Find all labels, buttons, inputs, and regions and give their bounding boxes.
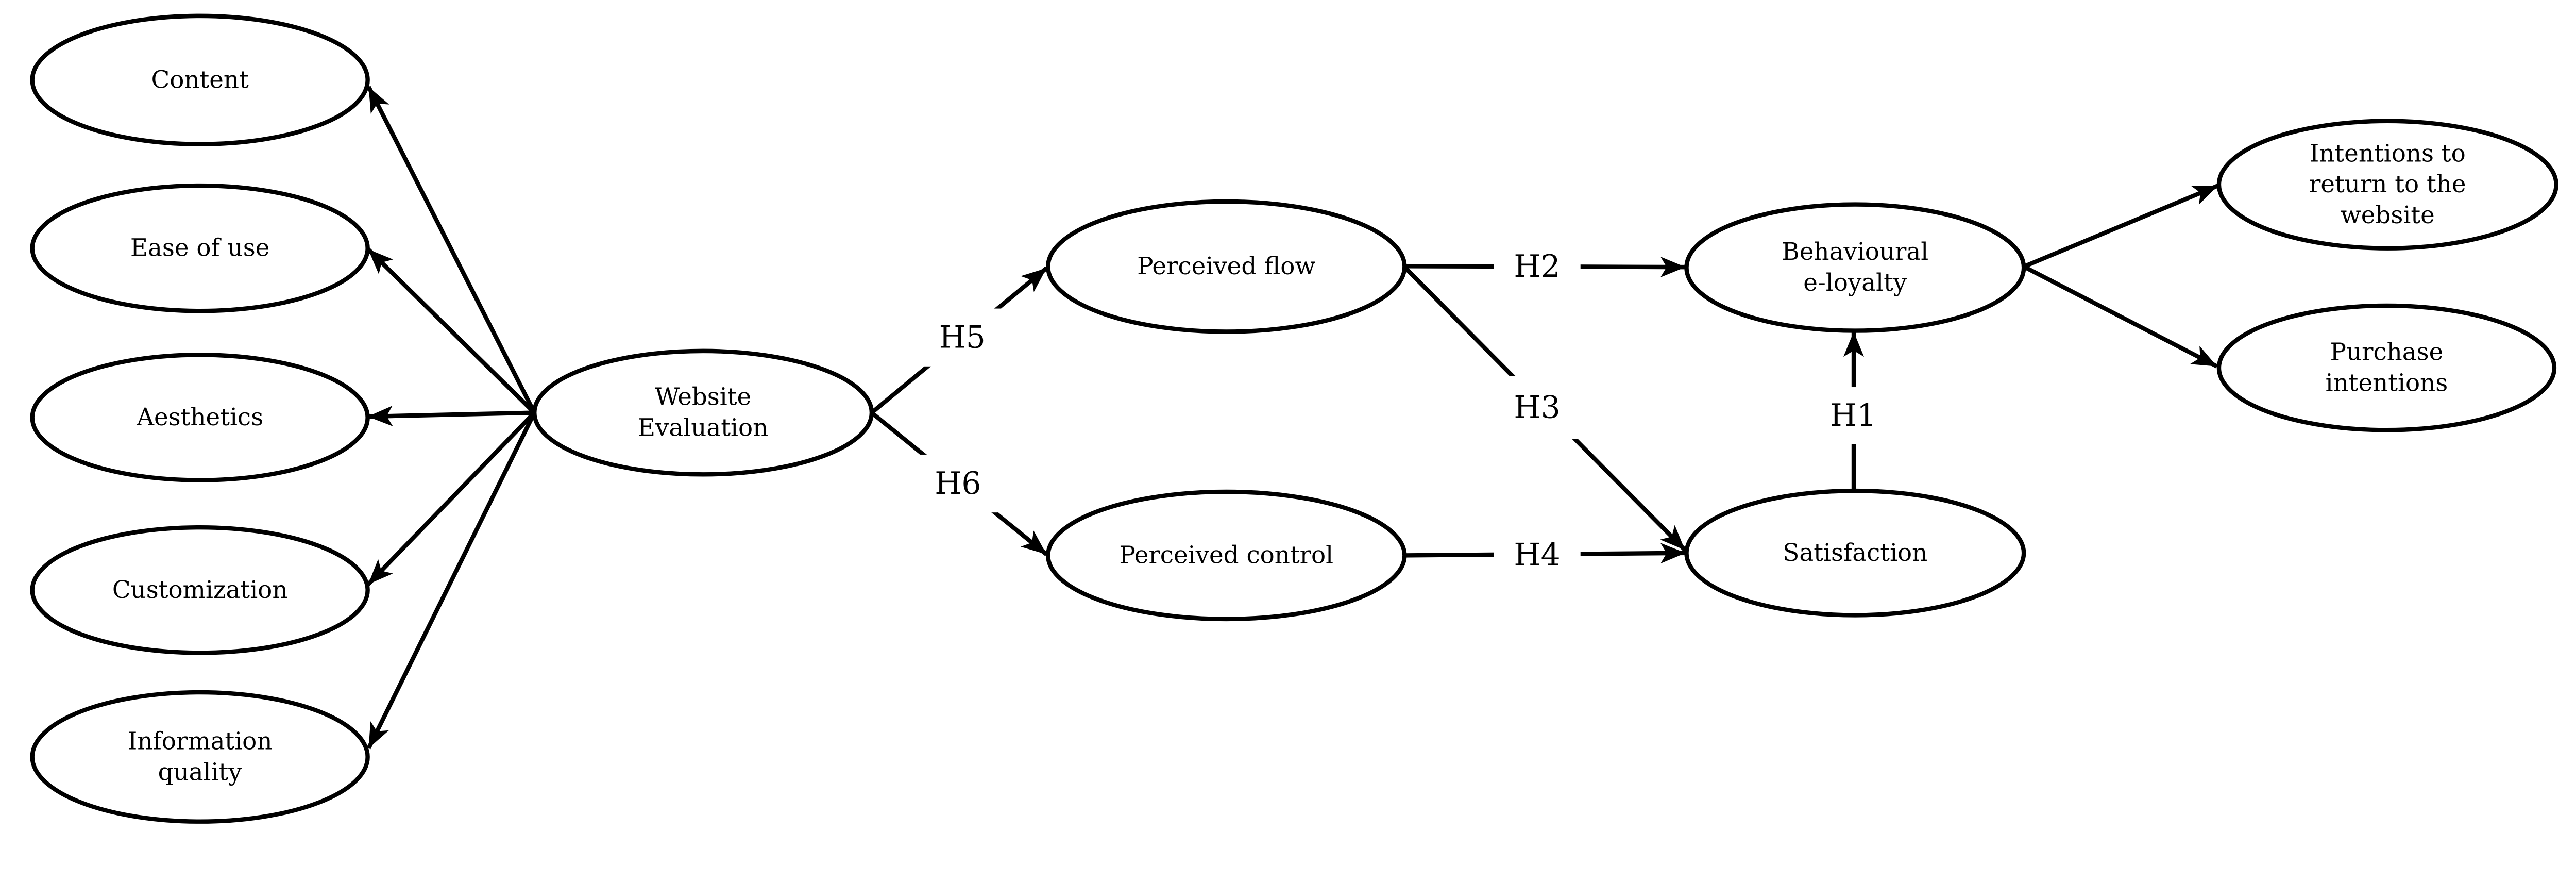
node-customization-label-line-0: Customization: [112, 576, 288, 604]
node-intentions-return: Intentions to return to the website: [2216, 119, 2558, 251]
edge-we-information-quality-arrow: [366, 411, 537, 750]
node-intentions-return-label: Intentions to return to the website: [2309, 140, 2466, 229]
node-aesthetics-label: Aesthetics: [136, 404, 263, 431]
edge-we-content-arrow: [366, 86, 536, 414]
node-information-quality-label: Information quality: [128, 727, 273, 786]
node-information-quality-label-line-1: quality: [158, 758, 243, 786]
edge-label-h2-text: H2: [1514, 248, 1560, 285]
node-purchase-intentions-label-line-0: Purchase: [2330, 339, 2444, 367]
node-ease-of-use-label: Ease of use: [130, 235, 270, 262]
edge-label-h4: H4: [1494, 530, 1581, 579]
node-satisfaction: Satisfaction: [1684, 488, 2026, 618]
edge-bel-purchase-intentions-arrow: [2023, 264, 2218, 369]
node-perceived-flow: Perceived flow: [1046, 199, 1407, 334]
edge-label-h4-text: H4: [1514, 537, 1560, 573]
edge-label-h5: H5: [922, 308, 1002, 367]
node-satisfaction-ellipse: [1684, 488, 2026, 618]
node-information-quality-ellipse: [30, 690, 370, 824]
node-customization-label: Customization: [112, 576, 288, 604]
edge-label-h1: H1: [1817, 387, 1890, 444]
node-satisfaction-label-line-0: Satisfaction: [1783, 539, 1927, 567]
edge-bel-intentions-return-arrow: [2023, 184, 2219, 269]
node-perceived-control-label-line-0: Perceived control: [1119, 541, 1333, 569]
edge-we-content: [366, 86, 536, 414]
node-information-quality-label-line-0: Information: [128, 727, 273, 755]
node-perceived-flow-label: Perceived flow: [1137, 253, 1315, 280]
edge-we-ease-of-use: [366, 247, 536, 414]
edge-label-h4-bg: [1494, 530, 1581, 579]
edge-we-customization-arrow: [366, 411, 536, 586]
node-purchase-intentions-label-line-1: intentions: [2326, 370, 2448, 397]
node-behavioural-e-loyalty: Behavioural e-loyalty: [1684, 202, 2026, 333]
node-behavioural-e-loyalty-label-line-0: Behavioural: [1782, 238, 1928, 266]
node-website-evaluation-label-line-0: Website: [655, 384, 751, 411]
node-website-evaluation-ellipse: [532, 348, 874, 477]
node-perceived-control-label: Perceived control: [1119, 541, 1333, 569]
node-website-evaluation-label-line-1: Evaluation: [638, 414, 768, 442]
edge-label-h2: H2: [1494, 242, 1581, 291]
node-content-label: Content: [151, 66, 249, 94]
node-intentions-return-ellipse: [2216, 119, 2558, 251]
edge-label-h1-text: H1: [1830, 397, 1876, 434]
node-perceived-control: Perceived control: [1046, 489, 1407, 622]
node-information-quality: Information quality: [30, 690, 370, 824]
edge-we-information-quality: [366, 411, 537, 750]
edge-label-h1-bg: [1817, 387, 1890, 444]
node-ease-of-use-ellipse: [30, 183, 370, 313]
node-intentions-return-label-line-1: return to the: [2309, 171, 2466, 198]
node-perceived-flow-label-line-0: Perceived flow: [1137, 253, 1315, 280]
node-content-label-line-0: Content: [151, 66, 249, 94]
edge-label-h6-text: H6: [935, 465, 981, 502]
edge-label-h5-text: H5: [939, 320, 986, 356]
node-purchase-intentions-label: Purchase intentions: [2326, 339, 2448, 397]
node-aesthetics-label-line-0: Aesthetics: [136, 404, 263, 431]
edge-we-aesthetics-arrow: [367, 405, 535, 426]
edge-label-h3-text: H3: [1514, 389, 1560, 425]
node-customization-ellipse: [30, 525, 370, 655]
edge-bel-purchase-intentions: [2023, 264, 2218, 369]
node-customization: Customization: [30, 525, 370, 655]
edge-we-ease-of-use-arrow: [366, 247, 536, 414]
node-purchase-intentions: Purchase intentions: [2216, 303, 2557, 432]
node-behavioural-e-loyalty-ellipse: [1684, 202, 2026, 333]
node-aesthetics: Aesthetics: [30, 353, 370, 482]
node-purchase-intentions-ellipse: [2216, 303, 2557, 432]
node-behavioural-e-loyalty-label: Behavioural e-loyalty: [1782, 238, 1928, 297]
edge-we-aesthetics: [367, 405, 535, 426]
node-intentions-return-label-line-2: website: [2341, 202, 2435, 229]
edge-we-customization: [366, 411, 536, 586]
edge-label-h3-bg: [1495, 376, 1580, 439]
node-ease-of-use: Ease of use: [30, 183, 370, 313]
edge-label-h6-bg: [918, 454, 998, 513]
node-ease-of-use-label-line-0: Ease of use: [130, 235, 270, 262]
edge-bel-intentions-return: [2023, 184, 2219, 269]
edge-label-h3: H3: [1495, 376, 1580, 439]
edge-label-h5-bg: [922, 308, 1002, 367]
node-content: Content: [30, 13, 370, 146]
node-behavioural-e-loyalty-label-line-1: e-loyalty: [1803, 269, 1907, 297]
node-intentions-return-label-line-0: Intentions to: [2310, 140, 2466, 168]
edge-label-h6: H6: [918, 454, 998, 513]
node-content-ellipse: [30, 13, 370, 146]
node-satisfaction-label: Satisfaction: [1783, 539, 1927, 567]
edge-label-h2-bg: [1494, 242, 1581, 291]
